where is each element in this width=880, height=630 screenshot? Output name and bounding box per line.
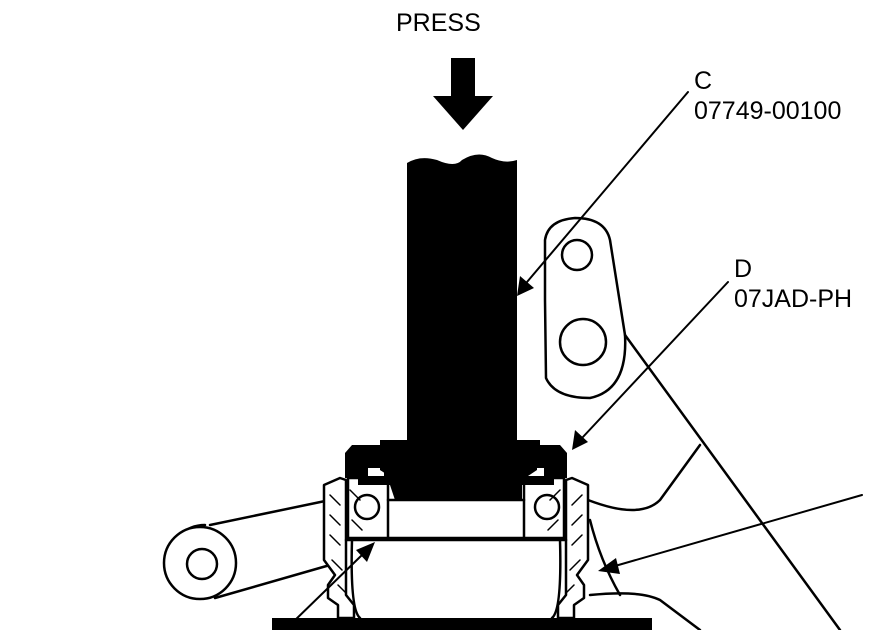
leader-line-bottom-right (598, 494, 863, 574)
wheel-bearing (346, 476, 566, 540)
leader-line-c (517, 91, 689, 296)
tool-c-part-number: 07749-00100 (694, 98, 842, 124)
pivot-hole-upper (560, 238, 594, 272)
base-plate (272, 618, 652, 630)
press-label: PRESS (396, 9, 481, 37)
leader-line-d (572, 281, 729, 450)
driver-c (380, 154, 537, 500)
tool-d-part-number: 07JAD-PH (734, 286, 853, 312)
press-arrow-icon (433, 58, 493, 130)
leader-line-bottom-left (289, 542, 375, 626)
lower-arm-left (162, 498, 332, 601)
tool-c-letter: C (694, 67, 713, 95)
pivot-hole-lower (558, 317, 608, 367)
knuckle-housing (322, 476, 622, 620)
lower-arm-right (586, 333, 842, 630)
tool-d-letter: D (734, 255, 753, 283)
